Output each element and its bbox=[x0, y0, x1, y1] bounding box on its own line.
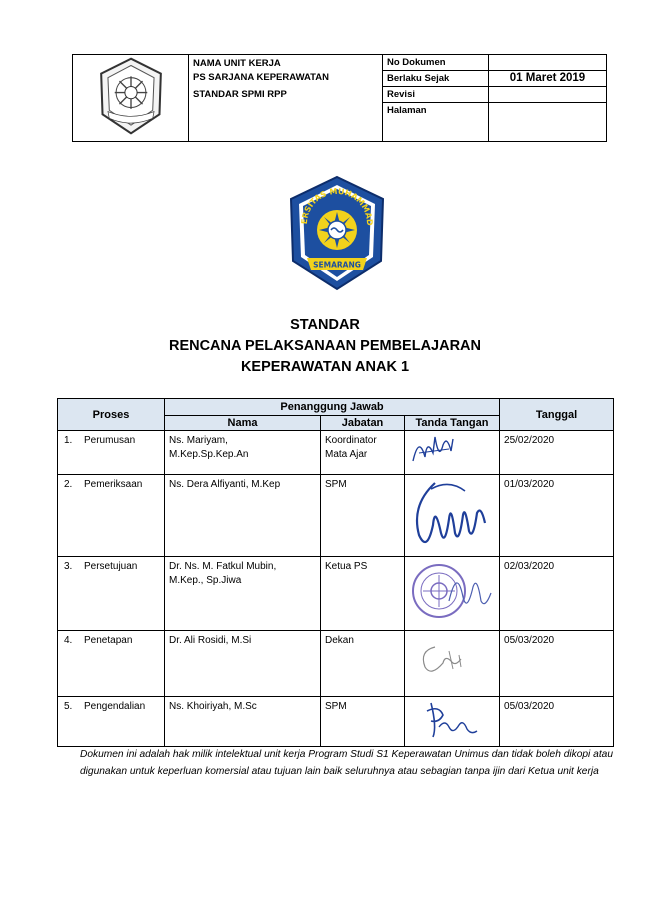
effective-label: Berlaku Sejak bbox=[383, 71, 488, 87]
table-row: 3.Persetujuan Dr. Ns. M. Fatkul Mubin,M.… bbox=[57, 556, 615, 631]
unit-name: PS SARJANA KEPERAWATAN bbox=[193, 72, 330, 83]
col-penanggung-jawab: Penanggung Jawab bbox=[163, 398, 501, 416]
title-line-2: RENCANA PELAKSANAAN PEMBELAJARAN bbox=[168, 338, 482, 354]
row-tanggal: 01/03/2020 bbox=[499, 474, 615, 557]
title-line-3: KEPERAWATAN ANAK 1 bbox=[240, 359, 410, 375]
row-jabatan: SPM bbox=[320, 474, 405, 557]
header-logo-cell bbox=[72, 54, 189, 142]
row-signature bbox=[403, 630, 501, 697]
meta-values-cell: 01 Maret 2019 bbox=[488, 54, 607, 142]
row-proses: 2.Pemeriksaan bbox=[57, 474, 165, 557]
approval-table: Proses Penanggung Jawab Tanggal Nama Jab… bbox=[57, 398, 615, 747]
document-header-table: NAMA UNIT KERJA PS SARJANA KEPERAWATAN S… bbox=[72, 54, 607, 142]
signature-dera bbox=[415, 482, 487, 544]
revision-value bbox=[489, 87, 606, 103]
row-nama: Ns. Khoiriyah, M.Sc bbox=[164, 696, 321, 747]
row-proses: 3.Persetujuan bbox=[57, 556, 165, 631]
row-signature bbox=[403, 474, 501, 557]
signature-rosidi bbox=[422, 646, 462, 672]
row-nama: Ns. Mariyam,M.Kep.Sp.Kep.An bbox=[164, 430, 321, 475]
row-tanggal: 05/03/2020 bbox=[499, 630, 615, 697]
unit-info-cell: NAMA UNIT KERJA PS SARJANA KEPERAWATAN S… bbox=[188, 54, 383, 142]
doc-number-value bbox=[489, 55, 606, 71]
meta-labels-cell: No Dokumen Berlaku Sejak Revisi Halaman bbox=[382, 54, 489, 142]
row-proses: 5.Pengendalian bbox=[57, 696, 165, 747]
doc-number-label: No Dokumen bbox=[383, 55, 488, 71]
row-signature bbox=[403, 556, 501, 631]
stamp-and-signature-mubin bbox=[412, 564, 492, 618]
signature-khoiriyah bbox=[426, 702, 478, 738]
row-jabatan: Ketua PS bbox=[320, 556, 405, 631]
row-tanggal: 02/03/2020 bbox=[499, 556, 615, 631]
col-jabatan: Jabatan bbox=[320, 415, 405, 431]
university-logo-grayscale bbox=[99, 57, 162, 135]
col-tanda-tangan: Tanda Tangan bbox=[403, 415, 501, 431]
revision-label: Revisi bbox=[383, 87, 488, 103]
page-label: Halaman bbox=[387, 105, 427, 116]
effective-value: 01 Maret 2019 bbox=[489, 71, 606, 87]
col-proses: Proses bbox=[57, 398, 165, 431]
row-tanggal: 25/02/2020 bbox=[499, 430, 615, 475]
standard-name: STANDAR SPMI RPP bbox=[193, 89, 287, 100]
row-nama: Ns. Dera Alfiyanti, M.Kep bbox=[164, 474, 321, 557]
row-proses: 1.Perumusan bbox=[57, 430, 165, 475]
university-logo: UNIVERSITAS MUHAMMADIYAH SEMARANG bbox=[285, 174, 385, 291]
row-jabatan: SPM bbox=[320, 696, 405, 747]
unit-label: NAMA UNIT KERJA bbox=[193, 58, 281, 69]
copyright-note: Dokumen ini adalah hak milik intelektual… bbox=[80, 749, 613, 777]
table-row: 5.Pengendalian Ns. Khoiriyah, M.Sc SPM 0… bbox=[57, 696, 615, 747]
table-row: 2.Pemeriksaan Ns. Dera Alfiyanti, M.Kep … bbox=[57, 474, 615, 557]
signature-mariyam bbox=[412, 436, 454, 462]
table-row: 4.Penetapan Dr. Ali Rosidi, M.Si Dekan 0… bbox=[57, 630, 615, 697]
row-signature bbox=[403, 696, 501, 747]
page-value bbox=[489, 103, 606, 141]
col-tanggal: Tanggal bbox=[499, 398, 615, 431]
title-line-1: STANDAR bbox=[290, 317, 360, 333]
row-signature bbox=[403, 430, 501, 475]
logo-bottom-text: SEMARANG bbox=[313, 261, 361, 270]
row-nama: Dr. Ali Rosidi, M.Si bbox=[164, 630, 321, 697]
col-nama: Nama bbox=[164, 415, 321, 431]
document-title: STANDAR RENCANA PELAKSANAAN PEMBELAJARAN… bbox=[0, 315, 650, 378]
row-tanggal: 05/03/2020 bbox=[499, 696, 615, 747]
table-row: 1.Perumusan Ns. Mariyam,M.Kep.Sp.Kep.An … bbox=[57, 430, 615, 475]
row-jabatan: Dekan bbox=[320, 630, 405, 697]
row-proses: 4.Penetapan bbox=[57, 630, 165, 697]
row-nama: Dr. Ns. M. Fatkul Mubin,M.Kep., Sp.Jiwa bbox=[164, 556, 321, 631]
